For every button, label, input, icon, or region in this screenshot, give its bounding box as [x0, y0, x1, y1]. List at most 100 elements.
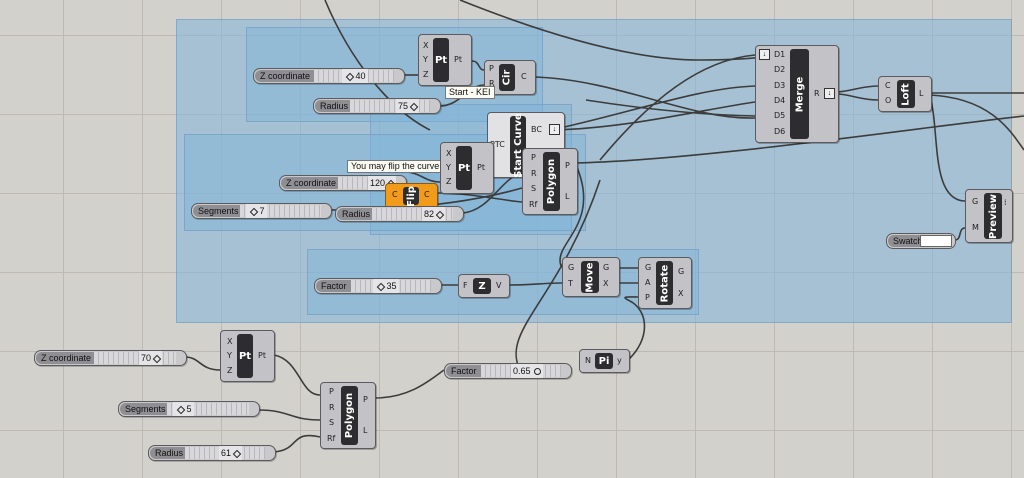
port-rf[interactable]: Rf	[529, 200, 538, 209]
port-r[interactable]: R	[531, 169, 537, 178]
slider-handle-icon[interactable]	[152, 354, 162, 363]
slider-label: Z coordinate	[36, 352, 97, 364]
port-d4[interactable]: D4	[774, 96, 786, 105]
port-pt[interactable]: Pt	[258, 351, 266, 360]
port-z[interactable]: Z	[227, 366, 233, 375]
loft-component[interactable]: C O Loft L	[878, 76, 932, 112]
component-label: Z	[473, 278, 491, 294]
slider-handle-icon[interactable]	[232, 449, 242, 458]
port-y[interactable]: Y	[227, 351, 232, 360]
port-d1[interactable]: D1	[774, 50, 786, 59]
slider-handle-icon[interactable]	[533, 368, 541, 376]
pt-component-mid[interactable]: X Y Z Pt Pt	[440, 142, 494, 194]
slider-handle-icon[interactable]	[176, 405, 186, 414]
swatch-color-box[interactable]	[920, 235, 952, 247]
port-m[interactable]: M	[972, 223, 979, 232]
slider-value: 40	[342, 69, 368, 83]
port-r[interactable]: R	[489, 79, 495, 88]
port-s[interactable]: S	[329, 418, 335, 427]
port-l[interactable]: L	[919, 89, 924, 98]
port-p[interactable]: P	[489, 64, 494, 73]
swatch-label: Swatch	[888, 235, 928, 247]
preview-component[interactable]: G M Preview ⁞	[965, 189, 1013, 243]
slider-handle-icon[interactable]	[345, 72, 355, 81]
radius-slider-bottom[interactable]: Radius 61	[148, 445, 276, 461]
rotate-component[interactable]: G A P Rotate G X	[638, 257, 692, 309]
port-f[interactable]: F	[463, 281, 468, 290]
port-p[interactable]: P	[531, 153, 536, 162]
slider-value: 70	[139, 351, 163, 365]
port-l-out[interactable]: L	[565, 192, 570, 201]
swatch-component[interactable]: Swatch	[886, 233, 956, 249]
port-d6[interactable]: D6	[774, 127, 786, 136]
port-r[interactable]: R	[329, 403, 335, 412]
port-n[interactable]: N	[585, 356, 591, 365]
port-z[interactable]: Z	[446, 177, 452, 186]
port-d3[interactable]: D3	[774, 81, 786, 90]
z-coordinate-slider-bottom[interactable]: Z coordinate 70	[34, 350, 187, 366]
port-y[interactable]: Y	[446, 163, 451, 172]
port-g-out[interactable]: G	[678, 267, 685, 276]
segments-slider-mid[interactable]: Segments 7	[191, 203, 332, 219]
port-p[interactable]: P	[645, 293, 650, 302]
slider-handle-icon[interactable]	[435, 210, 445, 219]
port-g[interactable]: G	[568, 263, 575, 272]
factor-slider-pi[interactable]: Factor 0.65	[444, 363, 572, 379]
port-p-out[interactable]: P	[363, 395, 368, 404]
port-x-out[interactable]: X	[603, 279, 609, 288]
port-c[interactable]: C	[521, 72, 527, 81]
slider-handle-icon[interactable]	[249, 207, 259, 216]
port-t[interactable]: T	[568, 279, 573, 288]
pt-component-bottom[interactable]: X Y Z Pt Pt	[220, 330, 275, 382]
port-s[interactable]: S	[531, 184, 537, 193]
unit-z-component[interactable]: F Z V	[458, 274, 510, 298]
radius-slider-mid[interactable]: Radius 82	[335, 206, 464, 222]
segments-slider-bottom[interactable]: Segments 5	[118, 401, 260, 417]
port-r[interactable]: R	[814, 89, 820, 98]
slider-handle-icon[interactable]	[409, 102, 419, 111]
port-x[interactable]: X	[423, 41, 429, 50]
port-x[interactable]: X	[446, 149, 452, 158]
slider-handle-icon[interactable]	[376, 282, 386, 291]
port-p-out[interactable]: P	[565, 161, 570, 170]
port-l-out[interactable]: L	[363, 426, 368, 435]
port-c-in[interactable]: C	[392, 190, 398, 199]
component-label: Polygon	[543, 152, 560, 211]
port-g[interactable]: G	[645, 263, 652, 272]
slider-value: 75	[396, 99, 420, 113]
port-bc[interactable]: BC	[531, 125, 542, 134]
port-pt[interactable]: Pt	[477, 163, 485, 172]
port-v[interactable]: V	[496, 281, 502, 290]
merge-component[interactable]: ↓ D1 D2 D3 D4 D5 D6 Merge R ↓	[755, 45, 839, 143]
pi-component[interactable]: N Pi y	[579, 349, 630, 373]
port-z[interactable]: Z	[423, 70, 429, 79]
z-coordinate-slider-top[interactable]: Z coordinate 40	[253, 68, 405, 84]
port-pt[interactable]: Pt	[454, 55, 462, 64]
port-o[interactable]: O	[885, 96, 892, 105]
port-rf[interactable]: Rf	[327, 434, 336, 443]
port-d2[interactable]: D2	[774, 65, 786, 74]
port-g-out[interactable]: G	[603, 263, 610, 272]
pt-component-top[interactable]: X Y Z Pt Pt	[418, 34, 472, 86]
port-x[interactable]: X	[227, 337, 233, 346]
port-ptc[interactable]: PTC	[490, 140, 505, 149]
port-y[interactable]: y	[617, 356, 622, 365]
component-label: Pt	[456, 146, 472, 190]
move-component[interactable]: G T Move G X	[562, 257, 620, 297]
factor-slider-move[interactable]: Factor 35	[314, 278, 442, 294]
port-c-out[interactable]: C	[424, 190, 430, 199]
polygon-component-mid[interactable]: P R S Rf Polygon P L	[522, 148, 578, 215]
port-y[interactable]: Y	[423, 55, 428, 64]
slider-value: 5	[173, 402, 194, 416]
port-x-out[interactable]: X	[678, 289, 684, 298]
port-g[interactable]: G	[972, 197, 979, 206]
port-a[interactable]: A	[645, 278, 651, 287]
slider-label: Factor	[446, 365, 482, 377]
radius-slider-top[interactable]: Radius 75	[313, 98, 441, 114]
polygon-component-bottom[interactable]: P R S Rf Polygon P L	[320, 382, 376, 449]
slider-track[interactable]	[94, 352, 176, 364]
port-c[interactable]: C	[885, 81, 891, 90]
port-p[interactable]: P	[329, 387, 334, 396]
port-d5[interactable]: D5	[774, 111, 786, 120]
